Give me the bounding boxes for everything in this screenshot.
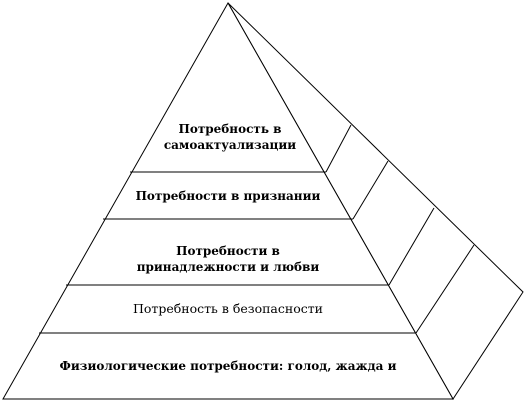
tier-line: Потребность в	[178, 122, 282, 136]
tier-label-physiological: Физиологические потребности: голод, жажд…	[38, 358, 418, 374]
tier-line: Физиологические потребности: голод, жажд…	[59, 359, 397, 373]
tier-line: Потребность в безопасности	[133, 301, 323, 316]
side-divider-1	[325, 124, 352, 173]
tier-line: принадлежности и любви	[136, 260, 320, 274]
tier-label-safety: Потребность в безопасности	[98, 301, 358, 317]
side-divider-3	[388, 207, 435, 286]
side-divider-4	[415, 244, 475, 334]
pyramid-front-face	[2, 1, 454, 400]
tier-line: самоактуализации	[163, 138, 297, 152]
tier-label-self-actualization: Потребность в самоактуализации	[150, 121, 310, 153]
tier-line: Потребности в	[176, 244, 280, 258]
tier-label-belonging: Потребности в принадлежности и любви	[118, 243, 338, 275]
side-divider-2	[352, 160, 389, 220]
tier-line: Потребности в признании	[135, 189, 321, 203]
tier-label-esteem: Потребности в признании	[118, 188, 338, 204]
